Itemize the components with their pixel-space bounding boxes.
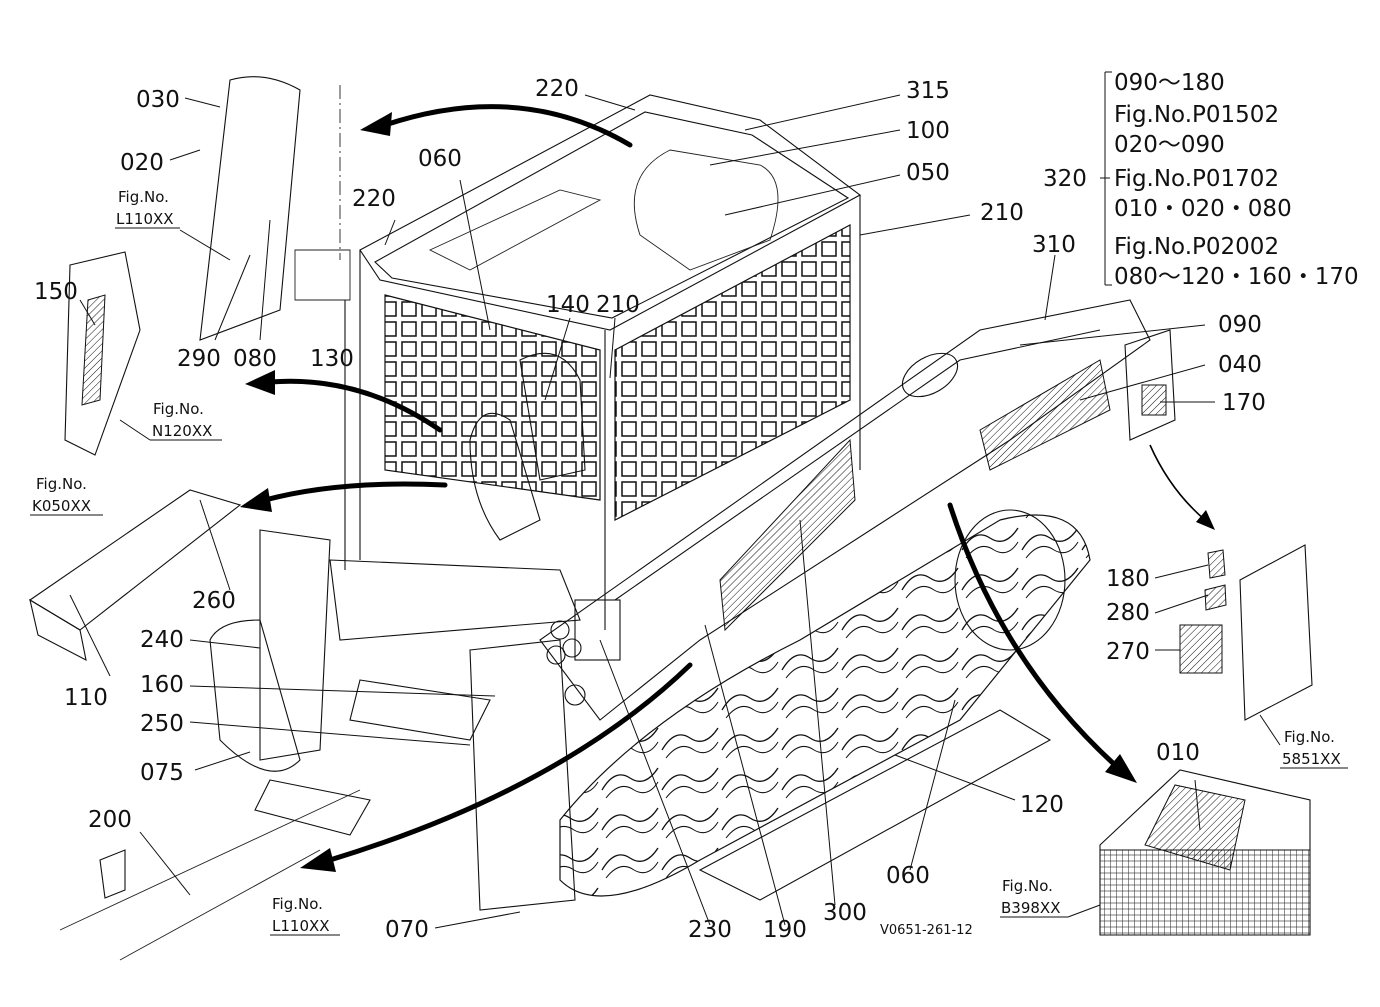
hydraulic-couplers	[546, 599, 621, 665]
machine-illustration	[28, 76, 1313, 961]
callout-060-bottom: 060	[886, 863, 930, 889]
callout-290: 290	[177, 346, 221, 372]
callout-160: 160	[140, 672, 184, 698]
callout-230: 230	[688, 917, 732, 943]
callout-200: 200	[88, 807, 132, 833]
callout-100: 100	[906, 118, 950, 144]
figref-k050-caption: Fig.No.	[36, 475, 87, 493]
callout-090: 090	[1218, 312, 1262, 338]
rear-panel-hatch	[979, 359, 1111, 471]
battery-010	[1099, 769, 1311, 936]
callout-050: 050	[906, 160, 950, 186]
note-line-1: 090〜180	[1114, 70, 1225, 96]
callout-120: 120	[1020, 792, 1064, 818]
figref-l110-bottom-code: L110XX	[272, 917, 330, 935]
front-step	[349, 679, 491, 741]
callout-140: 140	[546, 292, 590, 318]
figref-l110-top-caption: Fig.No.	[118, 188, 169, 206]
callout-030: 030	[136, 87, 180, 113]
callout-020: 020	[120, 150, 164, 176]
callout-315: 315	[906, 78, 950, 104]
callout-280: 280	[1106, 600, 1150, 626]
figref-b398-code: B398XX	[1001, 899, 1060, 917]
view-arrows	[240, 104, 1215, 872]
reference-note: 090〜180 Fig.No.P01502 020〜090 Fig.No.P01…	[1114, 70, 1359, 290]
callout-220-mid: 220	[352, 186, 396, 212]
callout-070: 070	[385, 917, 429, 943]
side-cover-150	[64, 251, 141, 456]
figref-b398-caption: Fig.No.	[1002, 877, 1053, 895]
callout-labels: 030 020 150 290 080 130 060 140 210 220 …	[34, 76, 1266, 943]
callout-260: 260	[192, 588, 236, 614]
side-panel-hatch	[719, 438, 856, 632]
callout-080: 080	[233, 346, 277, 372]
callout-300: 300	[823, 900, 867, 926]
lower-step	[254, 779, 371, 836]
callout-040: 040	[1218, 352, 1262, 378]
figref-l110-top-code: L110XX	[116, 210, 174, 228]
callout-320: 320	[1043, 166, 1087, 192]
panel-5851	[1239, 544, 1313, 721]
note-line-2: Fig.No.P01502	[1114, 102, 1279, 128]
callout-150: 150	[34, 279, 78, 305]
callout-240: 240	[140, 627, 184, 653]
note-line-4: Fig.No.P01702	[1114, 166, 1279, 192]
callout-310: 310	[1032, 232, 1076, 258]
callout-210-left: 210	[596, 292, 640, 318]
callout-060-top: 060	[418, 146, 462, 172]
callout-110: 110	[64, 685, 108, 711]
note-line-6: Fig.No.P02002	[1114, 234, 1279, 260]
note-line-5: 010・020・080	[1114, 196, 1292, 222]
callout-270: 270	[1106, 639, 1150, 665]
side-guard-grid	[614, 224, 851, 521]
callout-190: 190	[763, 917, 807, 943]
figref-5851-code: 5851XX	[1282, 750, 1341, 768]
figref-l110-bottom-caption: Fig.No.	[272, 895, 323, 913]
callout-210-right: 210	[980, 200, 1024, 226]
drawing-code: V0651-261-12	[880, 923, 973, 938]
figref-n120-caption: Fig.No.	[153, 400, 204, 418]
figref-n120-code: N120XX	[152, 422, 212, 440]
leader-lines	[30, 71, 1348, 936]
callout-010: 010	[1156, 740, 1200, 766]
figref-k050-code: K050XX	[32, 497, 91, 515]
note-line-3: 020〜090	[1114, 132, 1225, 158]
front-guard-grid	[384, 294, 601, 501]
callout-170: 170	[1222, 390, 1266, 416]
figref-5851-caption: Fig.No.	[1284, 728, 1335, 746]
callout-220-top: 220	[535, 76, 579, 102]
callout-250: 250	[140, 711, 184, 737]
figure-references: Fig.No. L110XX Fig.No. N120XX Fig.No. K0…	[32, 188, 1341, 935]
callout-075: 075	[140, 760, 184, 786]
track-tread	[559, 514, 1091, 897]
callout-130: 130	[310, 346, 354, 372]
callout-180: 180	[1106, 566, 1150, 592]
note-line-7: 080〜120・160・170	[1114, 264, 1359, 290]
